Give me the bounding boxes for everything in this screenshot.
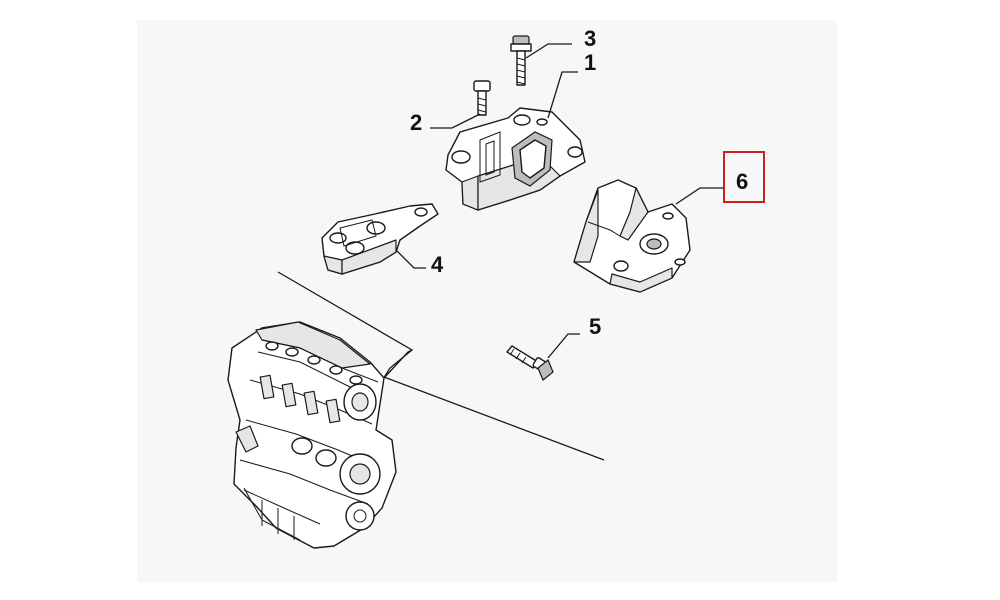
- part-1-engine-mount[interactable]: [445, 107, 586, 211]
- part-2-bolt[interactable]: [473, 80, 491, 116]
- leader-5: [547, 333, 580, 359]
- leader-6: [675, 187, 724, 205]
- callout-2: 2: [410, 110, 422, 135]
- leader-2: [430, 113, 481, 129]
- part-4-bracket[interactable]: [321, 203, 439, 275]
- leader-3: [525, 43, 572, 59]
- part-5-bolt[interactable]: [506, 345, 554, 381]
- divider-line: [277, 271, 605, 461]
- callout-6-highlight-box: [723, 151, 765, 203]
- engine-block-illustration: [227, 321, 397, 549]
- leader-lines: [395, 43, 724, 359]
- callout-6: 6: [736, 169, 748, 194]
- callout-4: 4: [431, 252, 444, 277]
- callout-3: 3: [584, 26, 596, 51]
- part-6-mount-bushing[interactable]: [573, 179, 691, 293]
- part-3-bolt[interactable]: [510, 35, 532, 86]
- leader-4: [395, 249, 426, 269]
- callout-1: 1: [584, 50, 596, 75]
- callout-5: 5: [589, 314, 601, 339]
- leader-1: [547, 71, 578, 119]
